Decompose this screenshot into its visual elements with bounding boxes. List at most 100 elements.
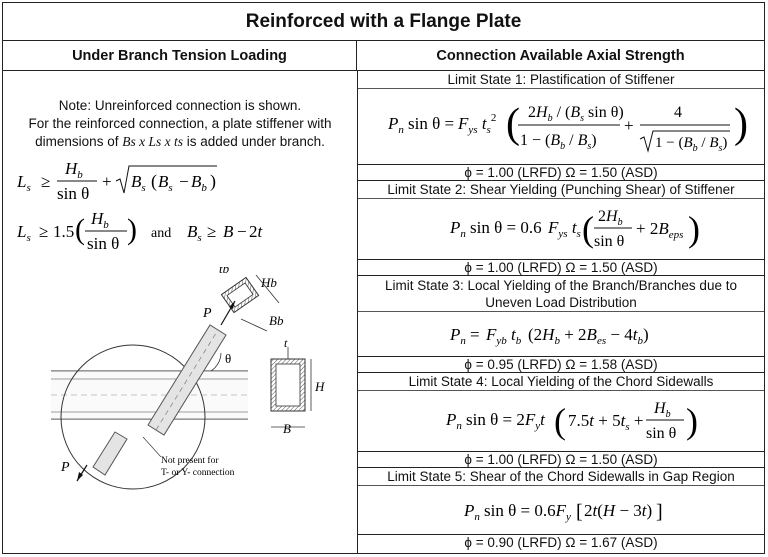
svg-text:≥: ≥ xyxy=(41,172,50,191)
svg-text:+: + xyxy=(624,116,634,135)
svg-text:Fys ts: Fys ts xyxy=(547,218,581,240)
svg-text:θ: θ xyxy=(225,351,231,366)
svg-text:(: ( xyxy=(506,101,520,147)
svg-text:): ) xyxy=(210,171,216,192)
svg-text:1 − (Bb / Bs): 1 − (Bb / Bs) xyxy=(655,135,727,154)
limit-state-3-title: Limit State 3: Local Yielding of the Bra… xyxy=(358,276,764,312)
left-column-header: Under Branch Tension Loading xyxy=(3,41,357,71)
svg-text:Bb: Bb xyxy=(191,172,207,194)
column-divider xyxy=(357,71,358,554)
connection-diagram: tb Hb Bb P θ t H B xyxy=(51,267,325,490)
svg-text:): ) xyxy=(734,101,748,147)
note-line-3: dimensions of Bs x Ls x ts is added unde… xyxy=(35,134,325,149)
svg-text:Not present for: Not present for xyxy=(161,455,219,466)
svg-text:Pn: Pn xyxy=(449,325,466,347)
svg-text:≥: ≥ xyxy=(207,222,216,241)
note-text: Note: Unreinforced connection is shown. … xyxy=(7,97,353,151)
limit-state-4-equation: Pn sin θ = 2Fyt ( 7.5t + 5ts + Hb sin θ … xyxy=(445,400,698,442)
svg-text:Fys ts2: Fys ts2 xyxy=(457,112,496,136)
svg-text:[: [ xyxy=(576,501,583,523)
svg-text:B: B xyxy=(283,421,291,436)
svg-text:+ 2Beps: + 2Beps xyxy=(636,219,683,241)
limit-state-2-factors: ϕ = 1.00 (LRFD) Ω = 1.50 (ASD) xyxy=(358,259,764,276)
svg-text:Pn: Pn xyxy=(463,501,480,523)
svg-text:]: ] xyxy=(656,501,663,523)
ls-length-equation-1: Ls ≥ Hb sin θ + Bs ( Bs − Bb ) xyxy=(17,159,217,203)
svg-text:sin θ =: sin θ = xyxy=(408,114,454,133)
svg-text:2Hb / (Bs sin θ): 2Hb / (Bs sin θ) xyxy=(528,104,624,124)
svg-text:Pn: Pn xyxy=(387,114,404,136)
limit-state-3-factors: ϕ = 0.95 (LRFD) Ω = 1.58 (ASD) xyxy=(358,356,764,373)
detail-circle xyxy=(60,344,206,490)
limit-state-3-equation: Pn = Fyb tb (2Hb + 2Bes − 4tb) xyxy=(449,325,649,347)
limit-state-5-equation: Pn sin θ = 0.6Fy [ 2t(H − 3t) ] xyxy=(463,501,663,523)
svg-text:(: ( xyxy=(75,213,85,246)
branch-member xyxy=(92,324,227,476)
svg-text:−: − xyxy=(237,222,247,241)
svg-text:B: B xyxy=(223,222,234,241)
svg-text:sin θ = 0.6: sin θ = 0.6 xyxy=(470,218,542,237)
note-line-1: Note: Unreinforced connection is shown. xyxy=(58,98,302,113)
plate-dimensions: Bs x Ls x ts xyxy=(122,134,183,149)
svg-text:sin θ: sin θ xyxy=(594,233,624,250)
limit-state-4-title: Limit State 4: Local Yielding of the Cho… xyxy=(358,373,764,391)
svg-text:(: ( xyxy=(582,209,594,249)
svg-text:P: P xyxy=(60,460,70,475)
svg-text:(2Hb + 2Bes − 4tb): (2Hb + 2Bes − 4tb) xyxy=(528,325,649,347)
svg-text:and: and xyxy=(151,226,171,241)
svg-text:2t: 2t xyxy=(249,222,264,241)
svg-text:1.5: 1.5 xyxy=(53,222,74,241)
svg-text:2t(H − 3t): 2t(H − 3t) xyxy=(584,501,652,520)
limit-state-5-title: Limit State 5: Shear of the Chord Sidewa… xyxy=(358,468,764,486)
limit-state-1-factors: ϕ = 1.00 (LRFD) Ω = 1.50 (ASD) xyxy=(358,164,764,181)
svg-text:Fyb tb: Fyb tb xyxy=(485,325,522,347)
svg-text:Pn: Pn xyxy=(445,410,462,432)
limit-state-1-equation: Pn sin θ = Fys ts2 ( 2Hb / (Bs sin θ) 1 … xyxy=(387,101,748,154)
svg-text:sin θ: sin θ xyxy=(646,425,676,442)
svg-text:sin θ = 0.6Fy: sin θ = 0.6Fy xyxy=(484,501,571,523)
svg-text:sin θ: sin θ xyxy=(57,184,89,203)
svg-text:Hb: Hb xyxy=(64,159,83,181)
svg-text:Pn: Pn xyxy=(449,218,466,240)
left-panel: Note: Unreinforced connection is shown. … xyxy=(3,71,357,554)
svg-text:t: t xyxy=(284,336,288,350)
branch-section xyxy=(220,276,260,314)
svg-text:=: = xyxy=(470,325,480,344)
limit-state-2-title: Limit State 2: Shear Yielding (Punching … xyxy=(358,181,764,199)
svg-text:sin θ = 2Fyt: sin θ = 2Fyt xyxy=(466,410,546,432)
svg-text:Bs: Bs xyxy=(187,222,202,244)
svg-text:2Hb: 2Hb xyxy=(598,208,623,228)
svg-text:4: 4 xyxy=(674,104,682,121)
chord-member xyxy=(51,370,248,420)
limit-state-4-factors: ϕ = 1.00 (LRFD) Ω = 1.50 (ASD) xyxy=(358,451,764,468)
svg-text:sin θ: sin θ xyxy=(87,234,119,253)
svg-text:): ) xyxy=(688,209,700,249)
svg-text:Bs: Bs xyxy=(158,172,173,194)
svg-text:Hb: Hb xyxy=(90,209,109,231)
svg-text:1 − (Bb / Bs): 1 − (Bb / Bs) xyxy=(520,132,597,152)
svg-text:T- or Y- connection: T- or Y- connection xyxy=(161,468,235,478)
chord-section: t H B xyxy=(270,336,325,436)
svg-text:Bs: Bs xyxy=(131,172,146,194)
limit-state-5-factors: ϕ = 0.90 (LRFD) Ω = 1.67 (ASD) xyxy=(358,534,764,551)
svg-text:H: H xyxy=(314,379,325,394)
svg-text:): ) xyxy=(686,401,698,441)
limit-state-2-equation: Pn sin θ = 0.6 Fys ts ( 2Hb sin θ + 2Bep… xyxy=(449,208,700,250)
svg-text:Hb: Hb xyxy=(653,400,671,420)
svg-text:+: + xyxy=(102,172,112,191)
svg-text:Ls: Ls xyxy=(17,222,31,244)
svg-text:Ls: Ls xyxy=(17,172,31,194)
limit-state-1-title: Limit State 1: Plastification of Stiffen… xyxy=(358,71,764,89)
svg-text:(: ( xyxy=(151,171,157,192)
svg-text:7.5t + 5ts +: 7.5t + 5ts + xyxy=(568,411,643,433)
svg-text:tb: tb xyxy=(219,267,230,276)
svg-text:P: P xyxy=(202,306,212,321)
note-line-2: For the reinforced connection, a plate s… xyxy=(28,116,332,131)
svg-text:≥: ≥ xyxy=(39,222,48,241)
ls-length-equation-2: Ls ≥ 1.5 ( Hb sin θ ) and Bs ≥ B − 2t xyxy=(17,209,264,253)
page-title: Reinforced with a Flange Plate xyxy=(3,3,764,41)
svg-text:Bb: Bb xyxy=(269,313,284,328)
svg-text:−: − xyxy=(179,172,189,191)
svg-text:): ) xyxy=(127,213,137,246)
